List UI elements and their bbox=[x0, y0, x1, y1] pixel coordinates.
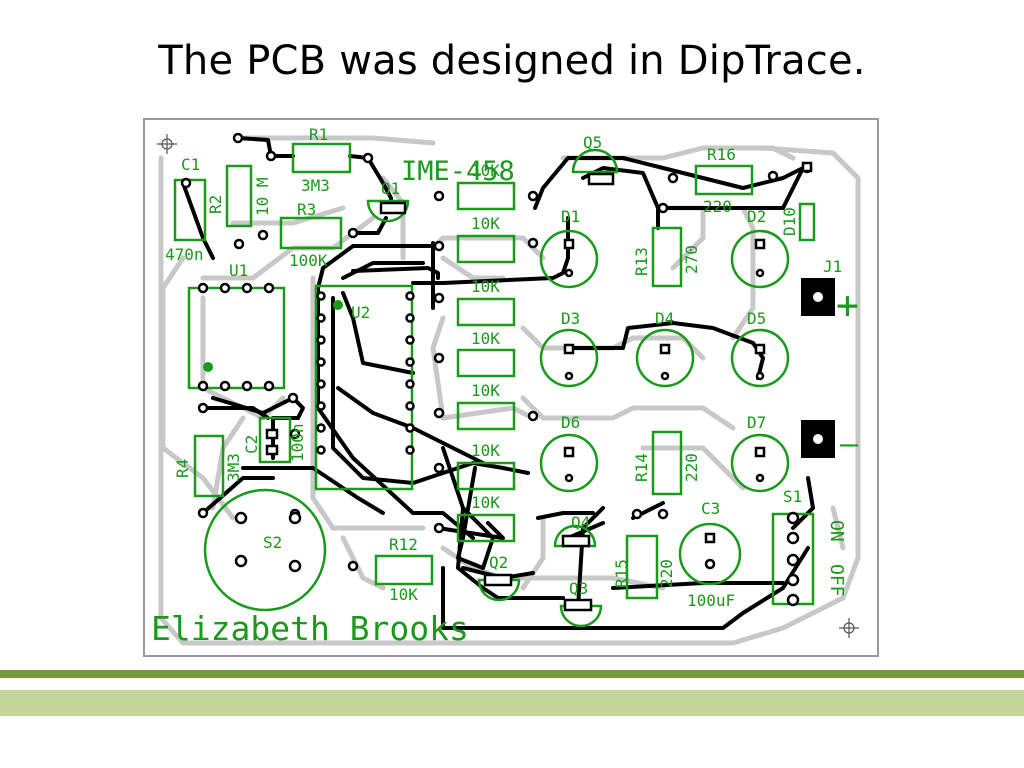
u2-label: U2 bbox=[351, 303, 370, 322]
r13-value: 270 bbox=[682, 245, 701, 274]
q5-label: Q5 bbox=[583, 133, 602, 152]
r1-value: 3M3 bbox=[301, 176, 330, 195]
c2-value: 100n bbox=[288, 423, 307, 462]
s1-label: S1 bbox=[783, 487, 802, 506]
res-10k-5: 10K bbox=[471, 381, 500, 400]
polarity-minus: — bbox=[840, 427, 859, 462]
r12-value: 10K bbox=[389, 585, 418, 604]
d7-label: D7 bbox=[747, 413, 766, 432]
pads bbox=[180, 132, 813, 607]
r16-value: 220 bbox=[703, 197, 732, 216]
u2-pins bbox=[316, 291, 415, 455]
accent-bar-light bbox=[0, 690, 1024, 716]
res-10k-7: 10K bbox=[471, 493, 500, 512]
r3-value: 100K bbox=[289, 251, 328, 270]
d3-label: D3 bbox=[561, 309, 580, 328]
d4-label: D4 bbox=[655, 309, 674, 328]
q2-label: Q2 bbox=[489, 553, 508, 572]
switch-off-label: OFF bbox=[826, 564, 847, 597]
res-10k-3: 10K bbox=[471, 277, 500, 296]
r14-label: R14 bbox=[632, 453, 651, 482]
res-10k-1: 10K bbox=[471, 161, 500, 180]
s2-label: S2 bbox=[263, 533, 282, 552]
r1-label: R1 bbox=[309, 125, 328, 144]
r2-value: 10 M bbox=[253, 177, 272, 216]
author-name: Elizabeth Brooks bbox=[151, 609, 469, 648]
pcb-layout-svg: IME-458 R1 3M3 C1 470n R3 100K Q1 U1 U2 … bbox=[143, 118, 879, 657]
j1-terminals bbox=[801, 278, 835, 458]
r4-label: R4 bbox=[173, 459, 192, 478]
signal-traces bbox=[181, 136, 815, 630]
pin1-dots bbox=[203, 300, 343, 372]
j1-label: J1 bbox=[823, 257, 842, 276]
res-10k-6: 10K bbox=[471, 441, 500, 460]
r16-label: R16 bbox=[707, 145, 736, 164]
square-pads bbox=[265, 161, 813, 612]
res-10k-4: 10K bbox=[471, 329, 500, 348]
res-10k-2: 10K bbox=[471, 214, 500, 233]
d6-label: D6 bbox=[561, 413, 580, 432]
switch-on-label: ON bbox=[826, 520, 847, 542]
c2-label: C2 bbox=[242, 435, 261, 454]
r15-label: R15 bbox=[612, 559, 631, 588]
r12-label: R12 bbox=[389, 535, 418, 554]
fiducials bbox=[157, 134, 859, 638]
r13-label: R13 bbox=[632, 247, 651, 276]
pcb-board: IME-458 R1 3M3 C1 470n R3 100K Q1 U1 U2 … bbox=[143, 118, 879, 657]
d1-label: D1 bbox=[561, 207, 580, 226]
q3-label: Q3 bbox=[569, 579, 588, 598]
c3-label: C3 bbox=[701, 499, 720, 518]
q4-label: Q4 bbox=[571, 513, 590, 532]
c3-value: 100uF bbox=[687, 591, 735, 610]
r14-value: 220 bbox=[682, 453, 701, 482]
u1-label: U1 bbox=[229, 261, 248, 280]
d5-label: D5 bbox=[747, 309, 766, 328]
project-name-label: IME-458 bbox=[401, 156, 515, 187]
r3-label: R3 bbox=[297, 200, 316, 219]
r2-label: R2 bbox=[206, 195, 225, 214]
r4-value: 3M3 bbox=[224, 453, 243, 482]
r15-value: 220 bbox=[657, 559, 676, 588]
d2-label: D2 bbox=[747, 207, 766, 226]
c1-label: C1 bbox=[181, 155, 200, 174]
slide-title: The PCB was designed in DipTrace. bbox=[158, 38, 866, 84]
d10-label: D10 bbox=[780, 207, 799, 236]
polarity-plus: + bbox=[836, 283, 859, 327]
q1-label: Q1 bbox=[381, 179, 400, 198]
accent-bar-dark bbox=[0, 670, 1024, 678]
c1-value: 470n bbox=[165, 245, 204, 264]
